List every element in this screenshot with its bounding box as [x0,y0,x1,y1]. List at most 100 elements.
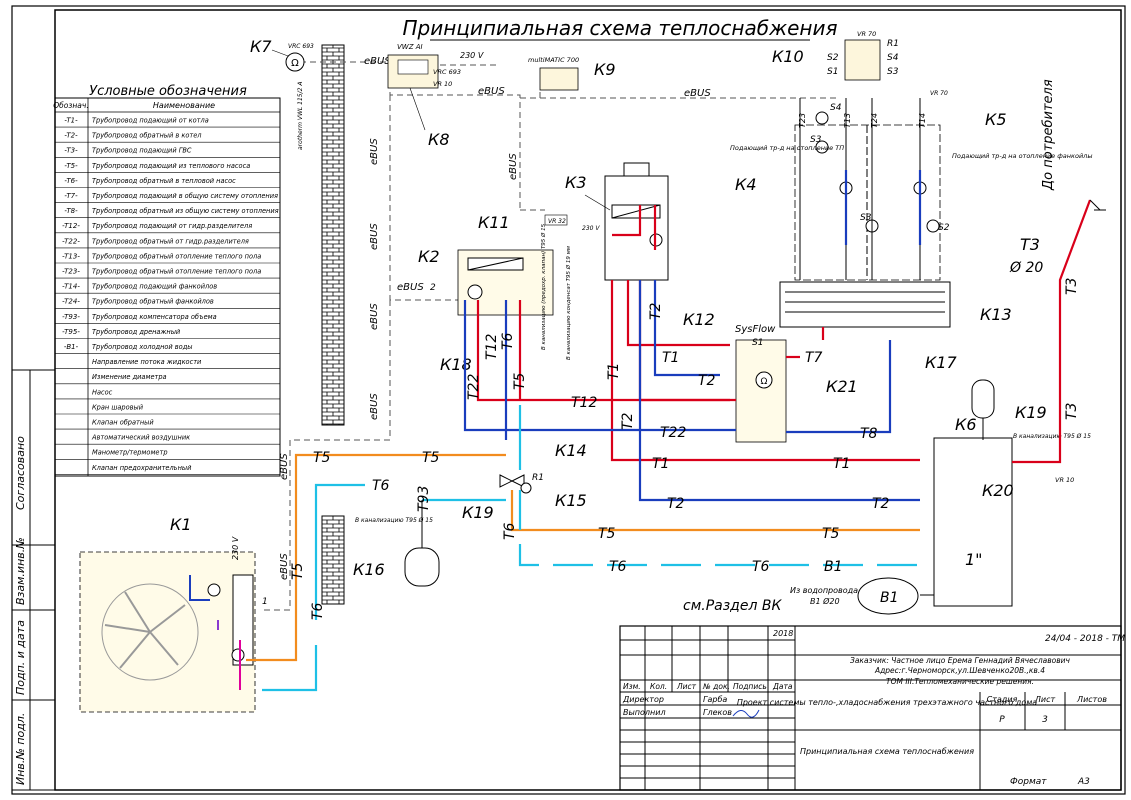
k13-label: К13 [980,305,1012,324]
k7-label: К7 [250,37,272,56]
svg-text:230 V: 230 V [231,536,240,560]
svg-text:T12: T12 [484,334,500,360]
legend-name-5: Трубопровод подающий в общую систему ото… [92,192,278,200]
stamp-replace-inv: Взам.инв.№ [14,537,27,605]
svg-text:T2: T2 [872,496,890,512]
ebus-label-3: eBUS [684,88,711,99]
legend-name-1: Трубопровод обратный в котел [92,132,202,140]
k21-label: К21 [826,377,858,396]
k8-vr10: VR 10 [433,80,452,88]
legend-col-name: Наименование [153,101,215,110]
svg-text:T13: T13 [843,113,852,128]
svg-text:Ω: Ω [291,58,299,69]
ebus-label-5: eBUS [369,138,380,165]
legend-code-2: -T3- [64,147,78,155]
legend-name-4: Трубопровод обратный в тепловой насос [92,177,236,185]
mixing-valve-k14: К14 К15 R1 К18 [440,355,587,510]
k14-label: К14 [555,441,587,460]
legend-name-3: Трубопровод подающий из теплового насоса [92,162,250,170]
svg-text:T7: T7 [805,350,823,366]
legend-code-13: -T93- [62,313,80,321]
controllers-k8: VWZ AI 230 V VRC 693 VR 10 К8 [387,43,484,149]
svg-text:T5: T5 [290,562,306,580]
svg-text:S2: S2 [827,53,839,63]
svg-text:Подпись: Подпись [733,682,767,691]
legend-name-13: Трубопровод компенсатора объема [92,313,217,321]
svg-text:T2: T2 [667,496,685,512]
legend-code-7: -T12- [62,222,80,230]
k8-230v: 230 V [460,51,484,60]
legend-name-16: Направление потока жидкости [92,358,202,366]
ebus-label-11: eBUS [279,553,290,580]
k11-230v: 230 V [582,225,600,232]
svg-text:R1: R1 [887,39,899,49]
legend-code-8: -T22- [62,237,80,245]
k3-condensate-note: В канализацию конденсат T95 Ø 19 мм [565,246,572,360]
svg-text:2018: 2018 [773,629,793,638]
legend-name-0: Трубопровод подающий от котла [92,117,209,125]
svg-text:R1: R1 [532,473,544,483]
legend-name-8: Трубопровод обратный от гидр.разделителя [92,237,249,245]
legend-name-6: Трубопровод обратный из общую систему от… [92,207,279,215]
svg-text:Р: Р [999,715,1005,725]
legend-name-2: Трубопровод подающий ГВС [92,147,192,155]
svg-text:В канализацию T95 Ø 15: В канализацию T95 Ø 15 [355,517,433,524]
legend-name-20: Клапан обратный [92,419,154,427]
legend-name-17: Изменение диаметра [92,373,167,381]
svg-text:T6: T6 [502,522,518,540]
see-vk-note: см.Раздел ВК [683,598,782,614]
svg-text:T6: T6 [609,559,627,575]
k17-label: К17 [925,353,958,372]
svg-text:Кол.: Кол. [650,682,667,691]
svg-text:S4: S4 [887,53,899,63]
k9-label: К9 [594,60,616,79]
svg-text:T12: T12 [571,395,597,411]
svg-text:T1: T1 [833,456,850,472]
manifold-k13: К13 [779,281,1012,328]
svg-text:S3: S3 [887,67,899,77]
svg-text:№ док.: № док. [702,682,730,691]
svg-text:T3: T3 [1064,403,1080,420]
svg-text:T5: T5 [822,526,840,542]
svg-text:Лист: Лист [676,682,697,691]
svg-text:Гарба: Гарба [703,695,727,704]
legend-code-1: -T2- [64,132,78,140]
ebus-label-7: eBUS [369,303,380,330]
brick-wall-lower [321,515,345,605]
svg-text:В1 Ø20: В1 Ø20 [810,596,840,606]
svg-text:1": 1" [965,550,983,569]
k8-label: К8 [428,130,450,149]
k1-internal-pipe [189,575,210,601]
legend-col-code: Обознач. [53,101,88,110]
hot-water-tank-k6: К6 К20 VR 10 1" [933,415,1074,607]
stamp-inv-orig: Инв.№ подл. [14,713,27,785]
controller-k9: multiMATIC 700 К9 [528,56,616,91]
k1-label: К1 [170,515,192,534]
k3-label: К3 [565,173,587,192]
svg-text:Стадия: Стадия [987,695,1018,704]
svg-text:Т3: Т3 [1020,235,1040,254]
water-supply: В1 Из водопровода В1 Ø20 см.Раздел ВК [683,577,919,615]
k7-vrc693: VRC 693 [288,43,314,50]
svg-text:T14: T14 [918,113,927,128]
svg-text:Выполнил: Выполнил [623,708,666,717]
k2-label: К2 [418,247,440,266]
legend-name-21: Автоматический воздушник [91,434,190,442]
svg-text:T8: T8 [860,426,878,442]
svg-text:ТОМ III.Тепломеханические реше: ТОМ III.Тепломеханические решения. [886,677,1034,686]
legend-code-5: -T7- [64,192,78,200]
svg-text:VR 10: VR 10 [1055,476,1074,484]
legend-name-11: Трубопровод подающий фанкойлов [92,283,217,291]
k18-label: К18 [440,355,472,374]
legend-name-15: Трубопровод холодной воды [92,343,192,351]
ebus-branch-1: 1 [262,597,268,607]
svg-text:T5: T5 [422,450,440,466]
svg-text:До потребителя: До потребителя [1041,79,1056,191]
k12-label: К12 [683,310,715,329]
legend-code-14: -T95- [62,328,80,336]
svg-text:T6: T6 [310,602,326,620]
sysflow-k12: Ω SysFlow S1 К12 К21 [683,310,858,443]
legend-name-9: Трубопровод обратный отопление теплого п… [92,252,261,260]
ebus-branch-2: 2 [430,283,436,293]
